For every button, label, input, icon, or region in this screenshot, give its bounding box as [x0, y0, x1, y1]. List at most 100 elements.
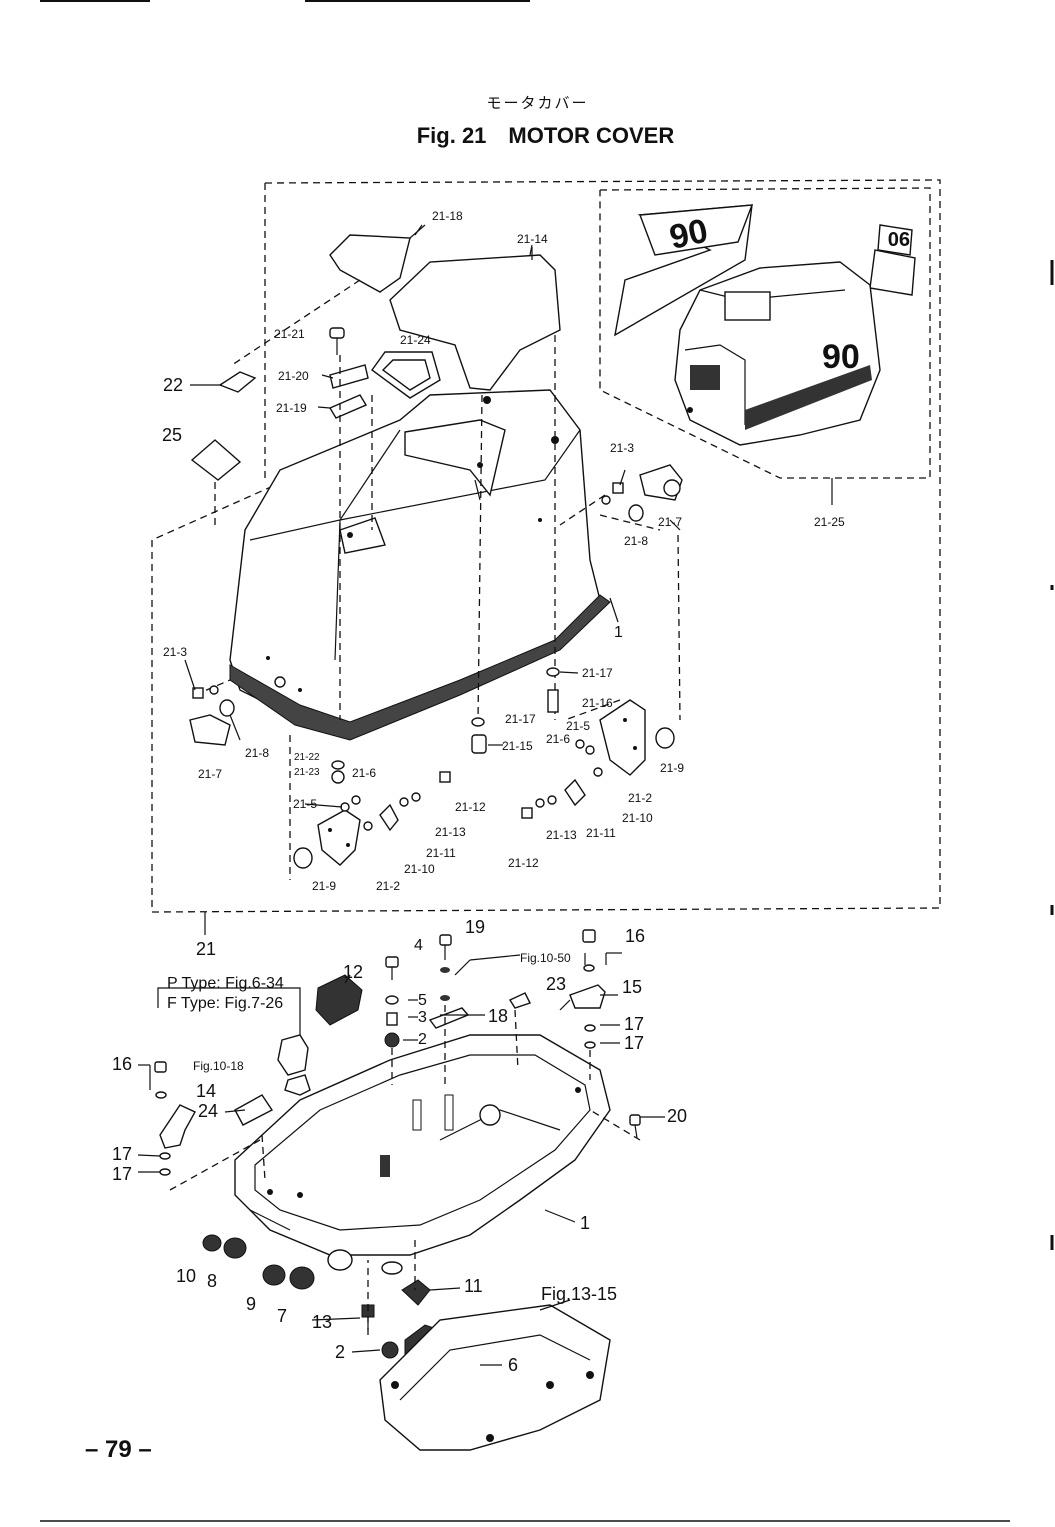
label-3: 3	[418, 1009, 427, 1026]
label-21-17-b: 21-17	[505, 712, 536, 726]
label-21-9-left: 21-9	[312, 879, 336, 893]
label-21-15: 21-15	[502, 739, 533, 753]
part-21-9-ring-left	[293, 847, 313, 869]
label-5: 5	[418, 992, 427, 1009]
label-15: 15	[622, 977, 642, 997]
part-21-3-screw-left	[192, 685, 219, 699]
callout-labels: 21-18 21-14 21-21 21-20 21-24 22 21-19 2…	[112, 209, 910, 1375]
part-21-18-cap	[329, 224, 426, 293]
label-16-left: 16	[112, 1054, 132, 1074]
label-6: 6	[508, 1355, 518, 1375]
label-21-2-left: 21-2	[376, 879, 400, 893]
part-9-grommet	[262, 1264, 286, 1286]
label-21-13-right: 21-13	[546, 828, 577, 842]
label-9: 9	[246, 1294, 256, 1314]
label-21-7-left: 21-7	[198, 767, 222, 781]
label-21-23: 21-23	[294, 767, 320, 778]
part-21-7-handle-left	[189, 714, 231, 746]
label-21-3-left: 21-3	[163, 645, 187, 659]
label-21-16: 21-16	[582, 696, 613, 710]
label-fig-10-18: Fig.10-18	[193, 1059, 244, 1073]
label-21-6-left: 21-6	[352, 766, 376, 780]
label-18: 18	[488, 1006, 508, 1026]
part-21-5-6-right	[575, 739, 595, 755]
label-13: 13	[312, 1312, 332, 1332]
label-21-20: 21-20	[278, 369, 309, 383]
part-4-bolt	[385, 956, 399, 980]
decal-set-boundary	[599, 187, 931, 505]
part-21-14-cowl	[389, 244, 561, 391]
decal-text-large: 90	[666, 212, 711, 257]
label-16-right: 16	[625, 926, 645, 946]
part-21-16-bracket-right	[599, 699, 646, 776]
label-fig-13-15: Fig.13-15	[541, 1284, 617, 1304]
part-21-9-ring-right	[655, 727, 675, 749]
label-21-19: 21-19	[276, 401, 307, 415]
label-11: 11	[464, 1276, 483, 1296]
label-23: 23	[546, 974, 566, 994]
part-21-17-washer	[546, 667, 560, 713]
label-20: 20	[667, 1106, 687, 1126]
part-16-screw-left	[154, 1061, 167, 1099]
ptype-bracket	[157, 987, 311, 1096]
label-21-5-right: 21-5	[566, 719, 590, 733]
part-21-8-ring-right	[628, 504, 644, 522]
part-1-motor-cover	[229, 389, 611, 741]
part-12-grommet	[315, 974, 363, 1026]
part-21-21-screw	[329, 327, 345, 355]
part-21-10-13-left	[363, 771, 451, 832]
label-17-left-a: 17	[112, 1144, 132, 1164]
label-2-bottom: 2	[335, 1342, 345, 1362]
label-21-21: 21-21	[274, 327, 305, 341]
part-21-2-left-bracket	[317, 809, 361, 866]
part-21-19-latch	[328, 394, 368, 419]
label-21-6-right: 21-6	[546, 732, 570, 746]
part-21-8-ring-left	[219, 699, 235, 717]
label-21-11-left: 21-11	[426, 846, 456, 860]
part-20-screw	[629, 1114, 641, 1139]
leader-lines-group21	[194, 279, 681, 880]
label-7: 7	[277, 1306, 287, 1326]
label-14: 14	[196, 1081, 216, 1101]
decal-large	[614, 204, 754, 337]
mount-plate-ref	[379, 1304, 611, 1451]
part-10-grommet	[202, 1234, 222, 1252]
label-17-right-b: 17	[624, 1033, 644, 1053]
label-17-right-a: 17	[624, 1014, 644, 1034]
label-21-13-left: 21-13	[435, 825, 466, 839]
label-21: 21	[196, 939, 216, 959]
label-21-5-left: 21-5	[293, 797, 317, 811]
label-21-9-right: 21-9	[660, 761, 684, 775]
decal-text-small: 90	[888, 227, 910, 249]
label-leaders	[137, 224, 681, 1366]
part-18-clip	[428, 1007, 470, 1029]
part-7-grommet	[289, 1266, 315, 1290]
decal-text-cover: 90	[822, 338, 860, 376]
label-10: 10	[176, 1266, 196, 1286]
part-2-nut-top	[384, 1032, 400, 1048]
part-1-bottom-cowling	[234, 1034, 611, 1275]
label-21-12-bottom: 21-12	[508, 856, 539, 870]
label-21-8-right: 21-8	[624, 534, 648, 548]
label-21-17-a: 21-17	[582, 666, 613, 680]
label-2-top: 2	[418, 1031, 427, 1048]
label-p-type: P Type: Fig.6-34	[167, 975, 284, 992]
part-5-washer	[385, 995, 399, 1005]
part-21-15-bolt	[471, 717, 487, 754]
label-1-cover: 1	[614, 624, 623, 641]
label-4: 4	[414, 937, 423, 954]
label-21-12-top: 21-12	[455, 800, 486, 814]
part-19-bolt	[439, 934, 452, 1001]
label-25: 25	[162, 425, 182, 445]
label-24: 24	[198, 1101, 218, 1121]
group-21-boundary	[151, 179, 941, 935]
part-23-label	[508, 992, 531, 1009]
label-21-22: 21-22	[294, 752, 320, 763]
part-2-nut-bottom	[381, 1341, 399, 1359]
part-8-grommet	[223, 1237, 247, 1259]
part-21-3-screw-right	[601, 482, 624, 505]
label-f-type: F Type: Fig.7-26	[167, 995, 283, 1012]
label-fig-10-50: Fig.10-50	[520, 951, 571, 965]
part-11-plug	[401, 1279, 431, 1306]
